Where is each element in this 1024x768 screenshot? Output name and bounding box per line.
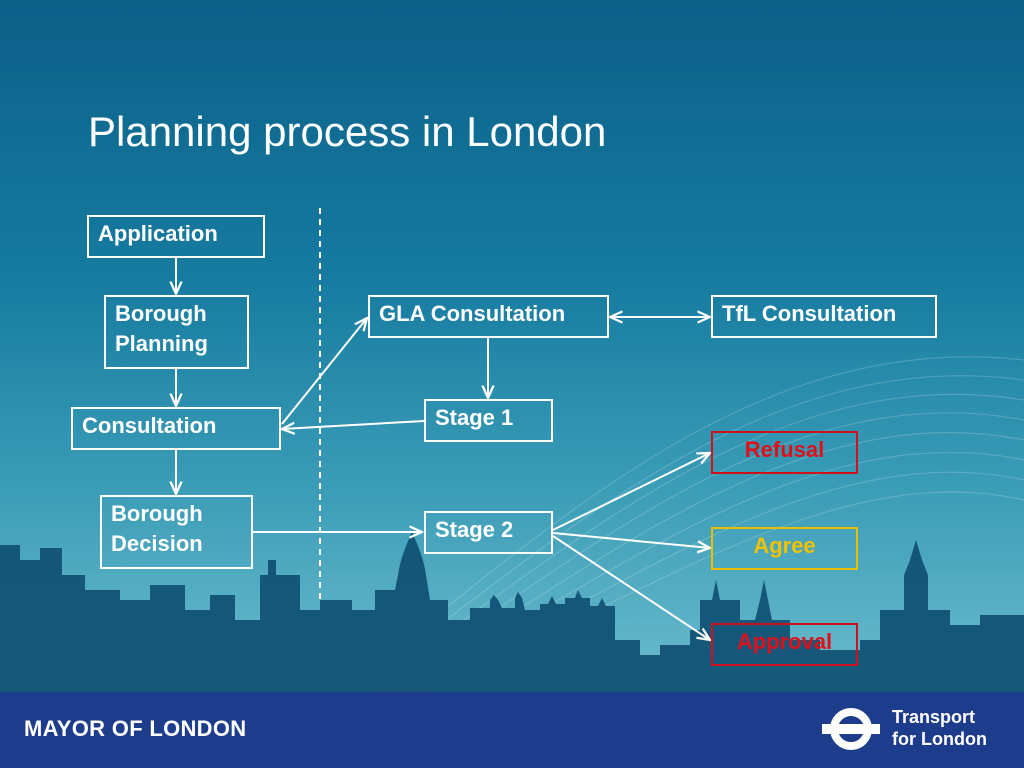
consultation-label: Consultation <box>82 413 217 438</box>
arrow-stage1-to-consultation <box>282 420 425 429</box>
borough-decision-box: Borough Decision <box>100 495 253 569</box>
mayor-of-london-logo: MAYOR OF LONDON <box>24 716 247 741</box>
agree-label: Agree <box>753 533 816 558</box>
footer-bar: MAYOR OF LONDON Transport for London <box>0 692 1024 768</box>
flow-arrows <box>0 281 1024 692</box>
background-decoration <box>0 532 1024 692</box>
arrow-stage2-to-agree <box>552 532 710 548</box>
tfl-wordmark-line1: Transport <box>892 707 976 727</box>
borough-decision-line2: Decision <box>111 531 203 556</box>
arrow-stage2-to-refusal <box>552 453 710 531</box>
slide: Planning process in London Application B… <box>0 0 1024 692</box>
tfl-consultation-box: TfL Consultation <box>711 295 937 338</box>
borough-planning-line2: Planning <box>115 331 208 356</box>
tfl-wordmark: Transport for London <box>892 706 1012 750</box>
approval-box: Approval <box>711 623 858 666</box>
gla-consultation-label: GLA Consultation <box>379 301 566 326</box>
borough-decision-line1: Borough <box>111 501 203 526</box>
application-label: Application <box>98 221 218 246</box>
approval-label: Approval <box>736 629 833 654</box>
stage1-label: Stage 1 <box>435 405 514 430</box>
stage2-box: Stage 2 <box>424 511 553 554</box>
tfl-wordmark-line2: for London <box>892 729 987 749</box>
agree-box: Agree <box>711 527 858 570</box>
refusal-label: Refusal <box>744 437 825 462</box>
arrow-stage2-to-approval <box>552 535 710 640</box>
gla-consultation-box: GLA Consultation <box>368 295 609 338</box>
slide-title: Planning process in London <box>88 108 607 155</box>
arrow-consultation-to-gla <box>281 318 367 425</box>
tfl-roundel-icon <box>822 708 880 750</box>
stage2-label: Stage 2 <box>435 517 514 542</box>
application-box: Application <box>87 215 265 258</box>
consultation-box: Consultation <box>71 407 281 450</box>
stage1-box: Stage 1 <box>424 399 553 442</box>
borough-planning-box: Borough Planning <box>104 295 249 369</box>
refusal-box: Refusal <box>711 431 858 474</box>
tfl-consultation-label: TfL Consultation <box>722 301 897 326</box>
borough-planning-line1: Borough <box>115 301 207 326</box>
london-skyline <box>0 532 1024 692</box>
